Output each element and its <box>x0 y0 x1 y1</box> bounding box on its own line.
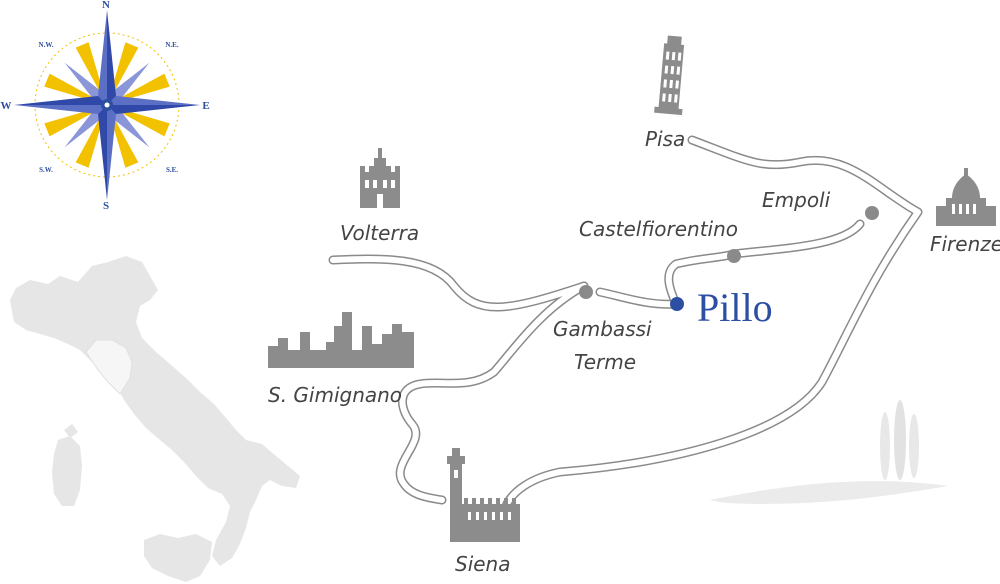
italy-map-icon <box>10 256 300 582</box>
compass-s: S <box>103 200 109 212</box>
label-gambassi-2: Terme <box>574 350 636 374</box>
empoli-dot <box>865 206 879 220</box>
gambassi-dot <box>579 285 593 299</box>
compass-rose-icon: N S E W N.E. N.W. S.E. S.W. <box>1 0 210 212</box>
compass-sw: S.W. <box>39 166 53 174</box>
compass-e: E <box>202 100 209 112</box>
siena-tower-icon <box>447 448 520 542</box>
towers-skyline-icon <box>268 312 414 368</box>
label-pillo[interactable]: Pillo <box>697 285 773 330</box>
duomo-icon <box>936 168 996 226</box>
compass-n: N <box>102 0 110 11</box>
compass-se: S.E. <box>166 166 178 174</box>
label-siena: Siena <box>455 552 511 576</box>
pillo-dot[interactable] <box>670 297 684 311</box>
label-gimignano: S. Gimignano <box>268 383 402 407</box>
compass-ne: N.E. <box>165 41 178 49</box>
road-network <box>328 135 923 511</box>
label-pisa: Pisa <box>645 127 685 151</box>
label-empoli: Empoli <box>762 188 831 212</box>
castelfiorentino-dot <box>727 249 741 263</box>
volterra-palace-icon <box>360 148 400 208</box>
cypress-trees-icon <box>710 400 948 504</box>
label-castelfiorentino: Castelfiorentino <box>579 217 738 241</box>
label-firenze: Firenze <box>930 232 1000 256</box>
label-volterra: Volterra <box>340 221 419 245</box>
leaning-tower-icon <box>654 35 685 116</box>
label-gambassi-1: Gambassi <box>553 317 652 341</box>
compass-w: W <box>1 100 12 112</box>
compass-nw: N.W. <box>39 41 54 49</box>
